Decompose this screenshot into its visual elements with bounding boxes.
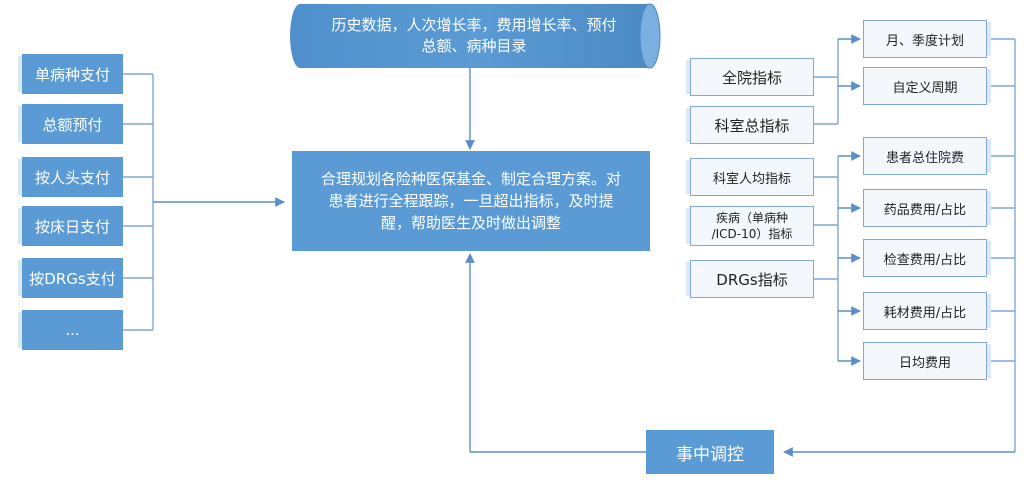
indicator-department-per-capita[interactable]: 科室人均指标 — [690, 158, 814, 196]
payment-single-disease[interactable]: 单病种支付 — [22, 54, 123, 94]
plan-label: 月、季度计划 — [885, 33, 964, 49]
indicator-drgs[interactable]: DRGs指标 — [690, 260, 814, 298]
cost-label: 日均费用 — [898, 355, 951, 371]
payment-label: 按DRGs支付 — [29, 269, 116, 288]
data-source-label: 历史数据，人次增长率，费用增长率、预付 总额、病种目录 — [288, 4, 660, 68]
payment-global-budget[interactable]: 总额预付 — [22, 104, 123, 144]
data-source-line-2: 总额、病种目录 — [421, 37, 527, 55]
indicator-label: DRGs指标 — [716, 270, 788, 289]
plan-label: 自定义周期 — [892, 80, 958, 96]
cost-label: 检查费用/占比 — [883, 252, 967, 268]
cost-label: 耗材费用/占比 — [883, 305, 967, 321]
payment-label: 按人头支付 — [34, 168, 110, 187]
payment-bracket-lines — [123, 73, 285, 331]
cost-label: 患者总住院费 — [885, 150, 964, 166]
cost-label: 药品费用/占比 — [883, 202, 967, 218]
indicator-department-total[interactable]: 科室总指标 — [690, 106, 814, 144]
plan-line-2: 患者进行全程跟踪，一旦超出指标，及时提 — [328, 192, 614, 210]
payment-capitation[interactable]: 按人头支付 — [22, 157, 123, 197]
payment-label: 单病种支付 — [34, 65, 110, 84]
plan-line-3: 醒，帮助医生及时做出调整 — [380, 214, 561, 232]
indicator-label: 科室总指标 — [714, 116, 790, 135]
payment-label: 按床日支付 — [34, 217, 110, 236]
fund-planning-box[interactable]: 合理规划各险种医保基金、制定合理方案。对 患者进行全程跟踪，一旦超出指标，及时提… — [292, 151, 650, 251]
payment-per-bed-day[interactable]: 按床日支付 — [22, 206, 123, 246]
control-label: 事中调控 — [676, 444, 744, 465]
cost-drug-ratio[interactable]: 药品费用/占比 — [863, 189, 987, 227]
indicator-plan-lines — [814, 34, 861, 125]
indicator-disease-icd10[interactable]: 疾病（单病种 /ICD-10）指标 — [690, 206, 814, 246]
feedback-loop-lines — [465, 38, 1016, 457]
data-source-cylinder — [290, 3, 661, 69]
cost-exam-ratio[interactable]: 检查费用/占比 — [863, 239, 987, 277]
plan-monthly-quarterly[interactable]: 月、季度计划 — [863, 20, 987, 58]
indicator-label-line-2: /ICD-10）指标 — [711, 227, 793, 241]
indicator-hospital-wide[interactable]: 全院指标 — [690, 58, 814, 96]
payment-more[interactable]: ... — [22, 310, 123, 350]
payment-label: ... — [65, 321, 80, 339]
in-process-control-box[interactable]: 事中调控 — [646, 430, 774, 474]
plan-line-1: 合理规划各险种医保基金、制定合理方案。对 — [320, 170, 621, 188]
indicator-cost-lines — [814, 151, 861, 366]
plan-custom-period[interactable]: 自定义周期 — [863, 67, 987, 105]
data-source-line-1: 历史数据，人次增长率，费用增长率、预付 — [331, 16, 617, 34]
cost-daily-average[interactable]: 日均费用 — [863, 342, 987, 380]
cost-total-inpatient[interactable]: 患者总住院费 — [863, 137, 987, 175]
indicator-label: 全院指标 — [721, 68, 782, 87]
indicator-label: 科室人均指标 — [712, 171, 791, 187]
indicator-label-line-1: 疾病（单病种 — [715, 211, 788, 225]
cost-consumables-ratio[interactable]: 耗材费用/占比 — [863, 292, 987, 330]
payment-label: 总额预付 — [42, 115, 103, 134]
payment-drgs[interactable]: 按DRGs支付 — [22, 258, 123, 298]
